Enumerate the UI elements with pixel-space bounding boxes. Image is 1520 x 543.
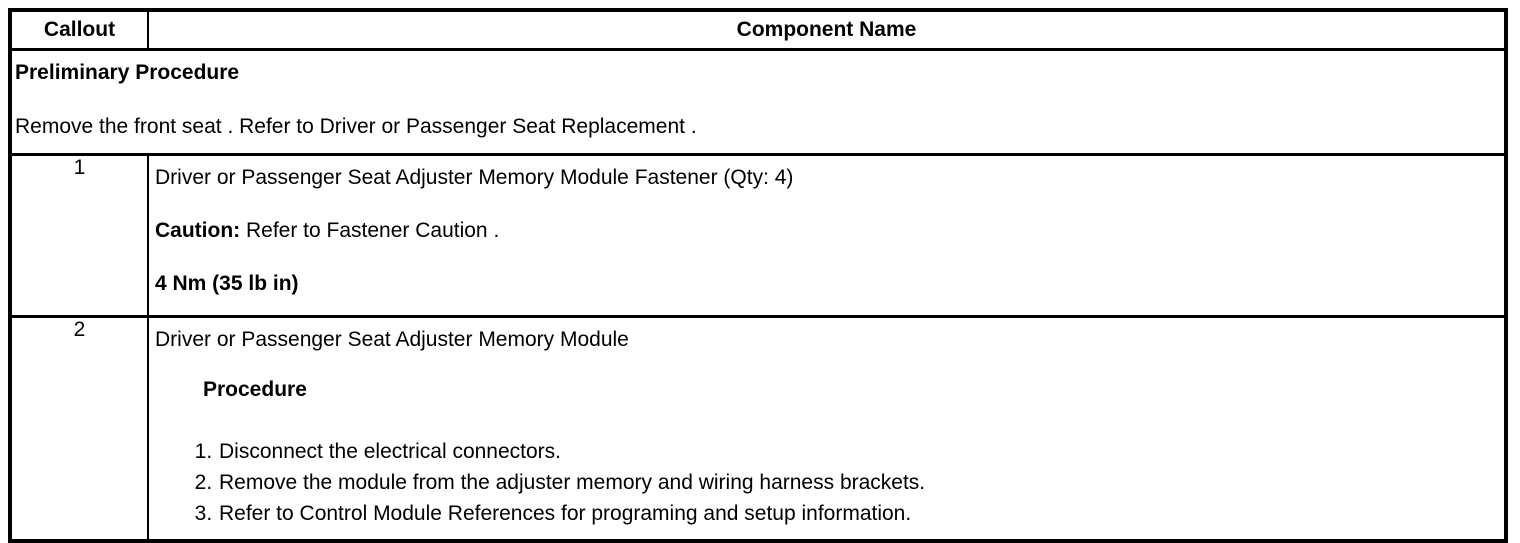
header-callout: Callout <box>9 9 149 51</box>
caution-text: Refer to Fastener Caution . <box>240 219 500 242</box>
component-callout-table: Callout Component Name Preliminary Proce… <box>8 8 1508 543</box>
procedure-heading: Procedure <box>203 378 307 401</box>
procedure-step-3: Refer to Control Module References for p… <box>218 498 1498 529</box>
torque-spec: 4 Nm (35 lb in) <box>155 272 299 295</box>
component-cell-2: Driver or Passenger Seat Adjuster Memory… <box>147 315 1507 542</box>
component-cell-1: Driver or Passenger Seat Adjuster Memory… <box>147 153 1507 318</box>
preliminary-procedure-cell: Preliminary Procedure Remove the front s… <box>9 48 1507 156</box>
header-component-name: Component Name <box>147 9 1507 51</box>
table-header-row: Callout Component Name <box>9 9 1507 51</box>
preliminary-procedure-title: Preliminary Procedure <box>15 61 240 84</box>
table-row-callout-1: 1 Driver or Passenger Seat Adjuster Memo… <box>9 153 1507 318</box>
caution-line: Caution: Refer to Fastener Caution . <box>155 218 1498 244</box>
procedure-step-2: Remove the module from the adjuster memo… <box>218 467 1498 498</box>
procedure-steps-list: Disconnect the electrical connectors. Re… <box>155 436 1498 529</box>
callout-number-2: 2 <box>9 315 149 542</box>
procedure-step-1: Disconnect the electrical connectors. <box>218 436 1498 467</box>
preliminary-procedure-row: Preliminary Procedure Remove the front s… <box>9 48 1507 156</box>
preliminary-procedure-text: Remove the front seat . Refer to Driver … <box>15 115 697 138</box>
component-name-2: Driver or Passenger Seat Adjuster Memory… <box>155 328 629 351</box>
callout-number-1: 1 <box>9 153 149 318</box>
table-row-callout-2: 2 Driver or Passenger Seat Adjuster Memo… <box>9 315 1507 542</box>
component-name-1: Driver or Passenger Seat Adjuster Memory… <box>155 166 794 189</box>
caution-label: Caution: <box>155 219 241 242</box>
